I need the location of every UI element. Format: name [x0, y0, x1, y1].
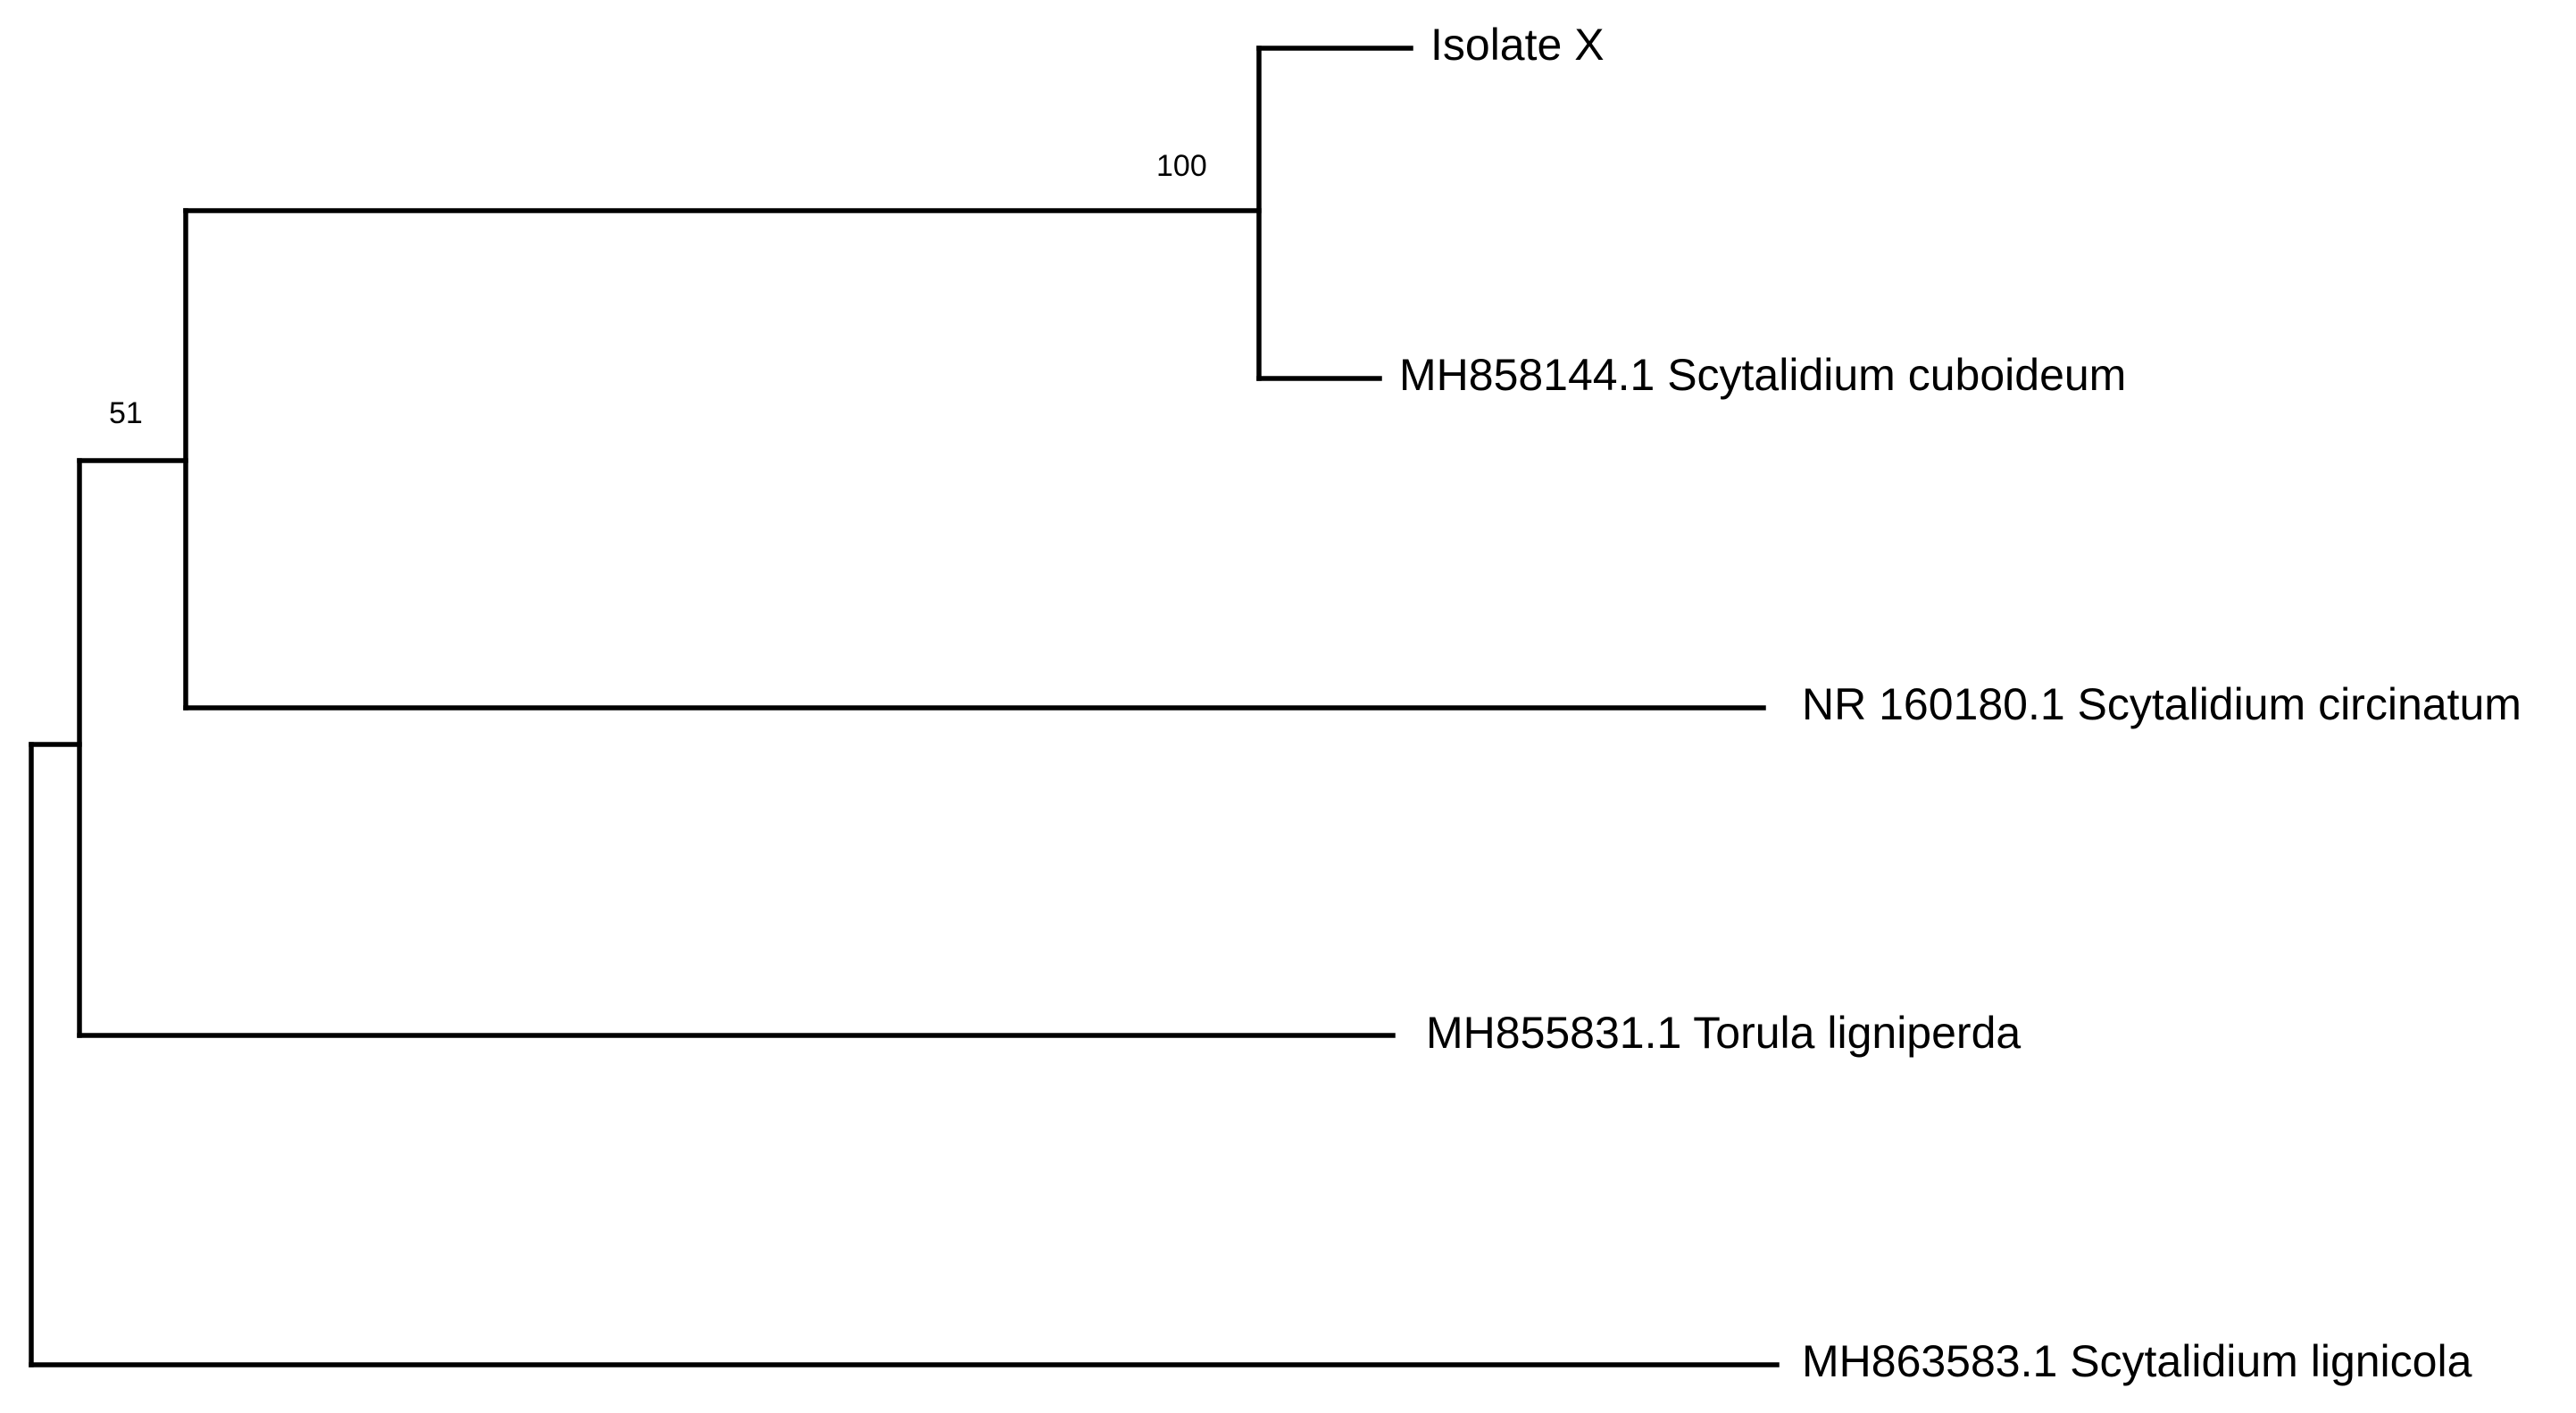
tree-branches	[29, 46, 1780, 1367]
taxon-label-torula: MH855831.1 Torula ligniperda	[1426, 1008, 2021, 1058]
taxon-label-isolate-x: Isolate X	[1430, 20, 1605, 70]
bootstrap-value-100: 100	[1156, 149, 1207, 183]
taxon-label-lignicola: MH863583.1 Scytalidium lignicola	[1802, 1336, 2472, 1386]
taxon-label-circinatum: NR 160180.1 Scytalidium circinatum	[1802, 679, 2522, 729]
bootstrap-value-51: 51	[109, 396, 143, 430]
taxon-label-cuboideum: MH858144.1 Scytalidium cuboideum	[1399, 350, 2126, 400]
taxon-labels: Isolate X MH858144.1 Scytalidium cuboide…	[1399, 20, 2522, 1386]
bootstrap-labels: 100 51	[109, 149, 1207, 430]
